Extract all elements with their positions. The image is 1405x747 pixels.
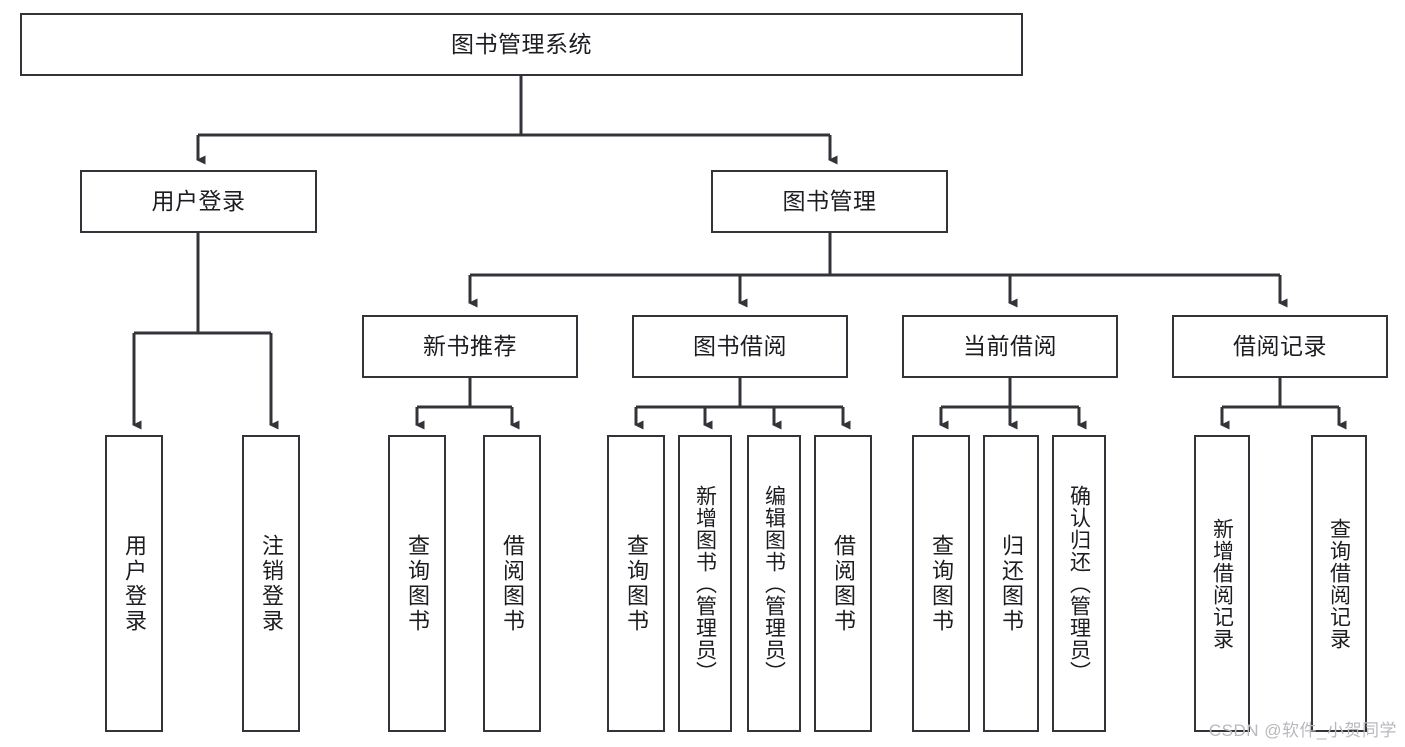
node-new-book-recommend[interactable]: 新书推荐 xyxy=(362,315,578,378)
leaf-query-borrow-record[interactable]: 查询借阅记录 xyxy=(1311,435,1367,732)
leaf-confirm-return-admin[interactable]: 确认归还（管理员） xyxy=(1052,435,1106,732)
node-label: 用户登录 xyxy=(151,187,246,214)
node-label: 图书借阅 xyxy=(693,332,787,359)
node-book-borrow[interactable]: 图书借阅 xyxy=(632,315,848,378)
node-user-login[interactable]: 用户登录 xyxy=(80,170,317,233)
leaf-edit-book-admin[interactable]: 编辑图书（管理员） xyxy=(747,435,801,732)
leaf-borrow-book-recommend[interactable]: 借阅图书 xyxy=(483,435,541,732)
leaf-query-book-recommend[interactable]: 查询图书 xyxy=(388,435,446,732)
leaf-query-book-borrow[interactable]: 查询图书 xyxy=(607,435,665,732)
node-label: 编辑图书（管理员） xyxy=(762,484,786,683)
node-label: 注销登录 xyxy=(259,533,284,634)
leaf-add-book-admin[interactable]: 新增图书（管理员） xyxy=(678,435,732,732)
node-label: 借阅图书 xyxy=(500,533,525,634)
node-label: 查询图书 xyxy=(405,533,430,634)
leaf-logout[interactable]: 注销登录 xyxy=(242,435,300,732)
leaf-user-login[interactable]: 用户登录 xyxy=(105,435,163,732)
leaf-query-book-current[interactable]: 查询图书 xyxy=(912,435,970,732)
node-label: 归还图书 xyxy=(999,533,1024,634)
node-borrow-record[interactable]: 借阅记录 xyxy=(1172,315,1388,378)
leaf-add-borrow-record[interactable]: 新增借阅记录 xyxy=(1194,435,1250,732)
leaf-return-book[interactable]: 归还图书 xyxy=(983,435,1039,732)
node-label: 新增借阅记录 xyxy=(1210,517,1234,650)
csdn-watermark: CSDN @软件_小贺同学 xyxy=(1208,721,1397,740)
node-label: 新增图书（管理员） xyxy=(693,484,717,683)
node-label: 用户登录 xyxy=(122,533,147,634)
node-root-system[interactable]: 图书管理系统 xyxy=(20,13,1023,76)
node-label: 新书推荐 xyxy=(423,332,517,359)
node-label: 查询图书 xyxy=(624,533,649,634)
node-label: 确认归还（管理员） xyxy=(1067,484,1091,683)
node-label: 图书管理系统 xyxy=(451,30,592,57)
node-current-borrow[interactable]: 当前借阅 xyxy=(902,315,1118,378)
node-label: 查询图书 xyxy=(929,533,954,634)
node-label: 借阅记录 xyxy=(1233,332,1327,359)
node-label: 借阅图书 xyxy=(831,533,856,634)
node-label: 当前借阅 xyxy=(963,332,1057,359)
node-book-management[interactable]: 图书管理 xyxy=(711,170,948,233)
node-label: 查询借阅记录 xyxy=(1327,517,1351,650)
node-label: 图书管理 xyxy=(782,187,877,214)
leaf-borrow-book[interactable]: 借阅图书 xyxy=(814,435,872,732)
